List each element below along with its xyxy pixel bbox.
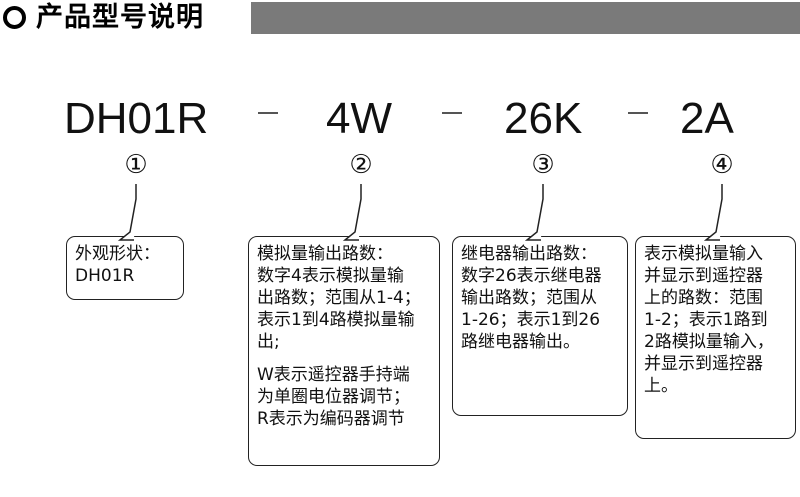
model-code-segment-2: 4W bbox=[326, 94, 392, 143]
description-text-1: 外观形状： DH01R bbox=[75, 244, 160, 286]
description-text-2b: W表示遥控器手持端 为单圈电位器调节； R表示为编码器调节 bbox=[257, 365, 410, 429]
leader-line-4 bbox=[703, 184, 723, 241]
leader-line-3 bbox=[524, 184, 544, 241]
description-box-3: 继电器输出路数： 数字26表示继电器 输出路数；范围从 1-26；表示1到26 … bbox=[452, 236, 628, 416]
marker-1: ① bbox=[124, 150, 148, 180]
marker-3: ③ bbox=[531, 150, 555, 180]
model-code-segment-3: 26K bbox=[504, 94, 583, 143]
separator-dash-3 bbox=[628, 112, 648, 114]
section-title: 产品型号说明 bbox=[36, 2, 204, 33]
leader-line-1 bbox=[117, 184, 137, 241]
description-text-3: 继电器输出路数： 数字26表示继电器 输出路数；范围从 1-26；表示1到26 … bbox=[461, 244, 602, 352]
description-box-4: 表示模拟量输入 并显示到遥控器 上的路数：范围 1-2；表示1路到 2路模拟量输… bbox=[635, 236, 796, 439]
section-header: 产品型号说明 bbox=[0, 0, 800, 40]
ring-bullet-icon bbox=[3, 6, 26, 29]
model-code-segment-4: 2A bbox=[680, 94, 734, 143]
leader-line-2 bbox=[342, 184, 362, 241]
header-bar bbox=[251, 2, 800, 34]
model-code-segment-1: DH01R bbox=[64, 94, 209, 143]
description-box-1: 外观形状： DH01R bbox=[66, 236, 184, 300]
marker-4: ④ bbox=[710, 150, 734, 180]
description-text-4: 表示模拟量输入 并显示到遥控器 上的路数：范围 1-2；表示1路到 2路模拟量输… bbox=[644, 244, 774, 396]
separator-dash-2 bbox=[442, 112, 462, 114]
description-text-2a: 模拟量输出路数： 数字4表示模拟量输 出路数；范围从1-4； 表示1到4路模拟量… bbox=[257, 244, 421, 352]
separator-dash-1 bbox=[258, 112, 278, 114]
marker-2: ② bbox=[349, 150, 373, 180]
description-box-2: 模拟量输出路数： 数字4表示模拟量输 出路数；范围从1-4； 表示1到4路模拟量… bbox=[248, 236, 440, 466]
